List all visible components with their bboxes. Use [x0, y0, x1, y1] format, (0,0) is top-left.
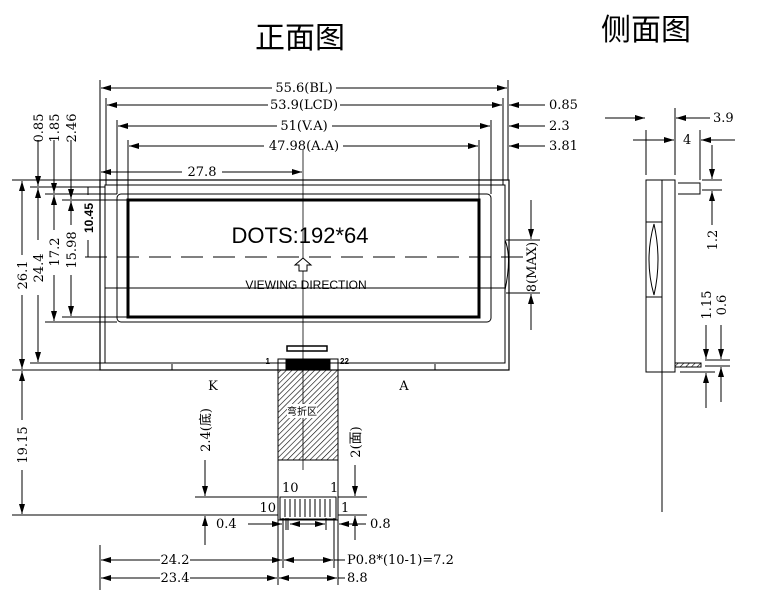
dim-aa-width: 47.98(A.A): [269, 139, 339, 154]
dim-height-aa: 15.98: [65, 231, 80, 268]
dim-side-06: 0.6: [715, 295, 730, 316]
dim-bl-width: 55.6(BL): [275, 81, 332, 96]
dim-height-lcd: 24.4: [32, 254, 47, 283]
dots-label: DOTS:192*64: [232, 223, 369, 248]
dim-center-offset: 27.8: [188, 165, 217, 180]
dim-va-width: 51(V.A): [280, 119, 327, 134]
pin-10-small: 10: [282, 481, 299, 496]
pin-10-label: 10: [259, 501, 276, 516]
dim-08: 0.8: [370, 517, 391, 532]
side-bump: [504, 239, 509, 291]
fpc-top-bar: [286, 345, 328, 352]
top-dimensions: [99, 80, 545, 200]
active-area: [126, 198, 481, 319]
fpc-contacts: [279, 496, 337, 520]
dim-side-12: 1.2: [706, 230, 721, 251]
pin-1-small: 1: [330, 481, 338, 496]
pin-22-label: 22: [340, 357, 349, 366]
front-view: DOTS:192*64 VIEWING DIRECTION: [85, 150, 525, 470]
notch-left: [100, 364, 173, 371]
dim-234: 23.4: [161, 571, 190, 586]
dim-242: 24.2: [161, 553, 190, 568]
dim-right-085: 0.85: [549, 98, 578, 113]
dim-left-185: 1.85: [48, 114, 63, 143]
dim-lcd-width: 53.9(LCD): [270, 98, 338, 113]
dim-height-bl: 26.1: [16, 261, 31, 290]
front-view-title: 正面图: [255, 21, 345, 56]
viewing-direction-label: VIEWING DIRECTION: [245, 278, 366, 292]
dim-max-8: 8(MAX): [525, 242, 540, 292]
backlight-outline: [99, 179, 510, 371]
dim-side-39: 3.9: [713, 111, 734, 126]
side-view: [605, 108, 735, 512]
fpc-body: [277, 459, 339, 521]
dim-pitch: P0.8*(10-1)=7.2: [347, 553, 454, 568]
dim-top-thickness: 2(面): [349, 426, 364, 457]
left-dimensions: [12, 140, 200, 516]
dim-left-085: 0.85: [32, 114, 47, 143]
dim-04: 0.4: [216, 517, 237, 532]
pin-1-label: 1: [266, 357, 271, 366]
dim-side-4: 4: [683, 133, 691, 148]
dim-bottom-thickness: 2.4(底): [198, 408, 214, 452]
pin-1-label-bottom: 1: [341, 501, 349, 516]
dim-88: 8.8: [347, 571, 368, 586]
dim-side-115: 1.15: [700, 291, 715, 320]
side-view-title: 侧面图: [601, 13, 691, 48]
dim-left-246: 2.46: [65, 114, 80, 143]
dim-tail-length: 19.15: [16, 426, 31, 463]
bend-zone-label: 弯折区: [287, 405, 317, 418]
viewing-arrow-icon: [293, 257, 313, 272]
fpc-connector-black: [285, 359, 331, 370]
dim-height-va: 17.2: [48, 238, 63, 267]
right-dimension: [506, 200, 540, 330]
dim-right-381: 3.81: [549, 139, 578, 154]
fpc-dimensions: [99, 460, 367, 590]
dim-center-height: 10.45: [82, 203, 96, 233]
lcd-outline: [104, 184, 506, 364]
anode-label: A: [398, 379, 409, 394]
cathode-label: K: [208, 379, 218, 394]
notch-right: [434, 364, 509, 371]
dim-right-23: 2.3: [549, 119, 570, 134]
viewing-area: [116, 193, 492, 323]
